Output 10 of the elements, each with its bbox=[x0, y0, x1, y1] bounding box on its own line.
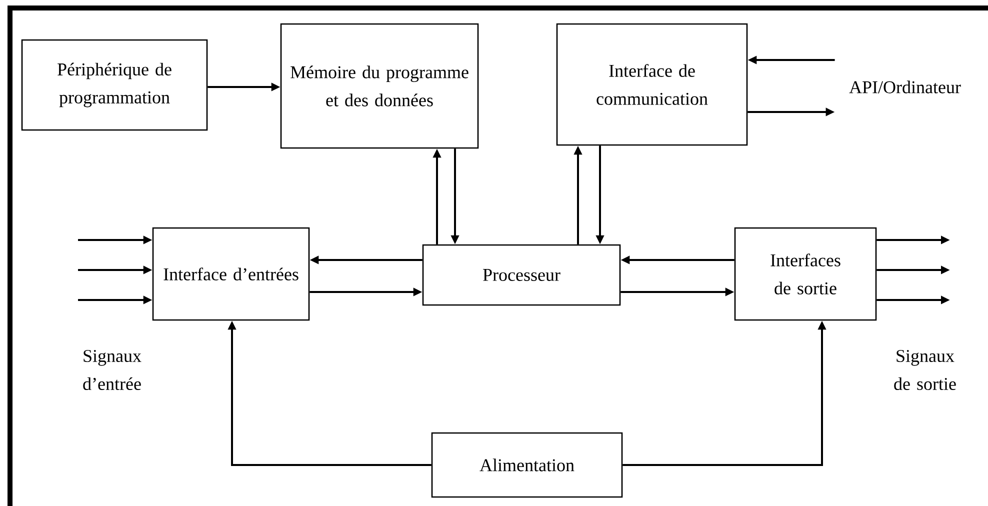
process-box: Interfaces de sortie bbox=[734, 227, 877, 321]
process-box: Interface de communication bbox=[556, 23, 748, 146]
text-label: Signaux de sortie bbox=[894, 350, 956, 390]
process-box: Processeur bbox=[422, 244, 621, 306]
process-box: Alimentation bbox=[431, 432, 623, 498]
process-box: Périphérique de programmation bbox=[21, 39, 208, 131]
process-box: Interface d’entrées bbox=[152, 227, 310, 321]
text-label: API/Ordinateur bbox=[849, 80, 961, 94]
text-label: Signaux d’entrée bbox=[83, 350, 142, 390]
process-box: Mémoire du programme et des données bbox=[280, 23, 479, 149]
